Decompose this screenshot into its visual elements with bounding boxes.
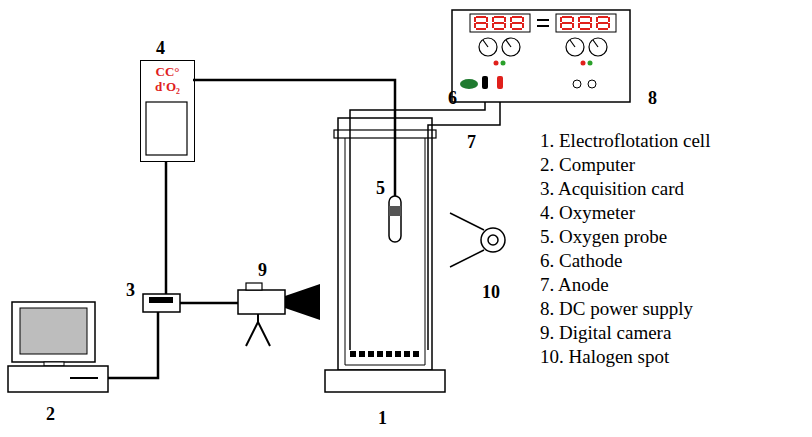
display-segment	[562, 28, 572, 30]
oxymeter-panel	[146, 102, 187, 155]
display-segment	[580, 22, 590, 24]
callout-number: 6	[448, 88, 457, 108]
acquisition-card	[143, 294, 180, 312]
legend-list-item: 8. DC power supply	[540, 298, 693, 320]
callout-number: 10	[482, 282, 500, 302]
legend-list-item: 7. Anode	[540, 274, 609, 296]
halogen-spot	[450, 213, 505, 267]
legend-list-item: 6. Cathode	[540, 250, 622, 272]
display-segment	[486, 23, 488, 28]
display-segment	[560, 23, 562, 28]
callout-number: 5	[376, 178, 385, 198]
display-segment	[512, 28, 522, 30]
display-segment	[510, 23, 512, 28]
display-segment	[492, 17, 494, 22]
anode-wire	[428, 100, 500, 350]
display-segment	[522, 23, 524, 28]
display-segment	[572, 23, 574, 28]
display-segment	[598, 16, 608, 18]
oxymeter-box: CC° d'O₂	[140, 60, 195, 162]
callout-number: 7	[467, 132, 476, 152]
display-segment	[562, 16, 572, 18]
callout-number: 2	[46, 404, 55, 424]
display-segment	[562, 22, 572, 24]
camera-cable	[180, 302, 238, 305]
display-segment	[522, 17, 524, 22]
display-segment	[476, 16, 486, 18]
computer	[8, 302, 108, 392]
display-segment	[580, 28, 590, 30]
legend-list-item: 1. Electroflotation cell	[540, 130, 710, 152]
display-segment	[572, 17, 574, 22]
display-segment	[598, 22, 608, 24]
callout-number: 9	[258, 260, 267, 280]
display-segment	[608, 17, 610, 22]
computer-cable	[108, 312, 158, 378]
display-segment	[590, 17, 592, 22]
display-segment	[476, 28, 486, 30]
oxymeter-reading: CC° d'O₂	[141, 61, 194, 97]
oxymeter-cable	[165, 162, 168, 294]
digital-camera	[238, 283, 320, 346]
legend-list-item: 2. Computer	[540, 154, 635, 176]
display-segment	[476, 22, 486, 24]
callout-number: 3	[126, 280, 135, 300]
display-segment	[486, 17, 488, 22]
display-segment	[512, 22, 522, 24]
legend-list-item: 4. Oxymeter	[540, 202, 635, 224]
oxygen-probe	[389, 196, 401, 242]
display-segment	[598, 28, 608, 30]
display-segment	[608, 23, 610, 28]
display-segment	[474, 23, 476, 28]
display-segment	[492, 23, 494, 28]
callout-number: 4	[156, 38, 165, 58]
display-segment	[474, 17, 476, 22]
display-segment	[578, 17, 580, 22]
display-segment	[580, 16, 590, 18]
display-segment	[494, 16, 504, 18]
electroflotation-cell	[325, 118, 445, 392]
display-segment	[510, 17, 512, 22]
legend-list-item: 5. Oxygen probe	[540, 226, 667, 248]
callout-number: 1	[378, 408, 387, 428]
display-segment	[494, 22, 504, 24]
display-segment	[504, 17, 506, 22]
display-segment	[596, 17, 598, 22]
display-segment	[494, 28, 504, 30]
legend-list-item: 3. Acquisition card	[540, 178, 684, 200]
display-segment	[512, 16, 522, 18]
display-segment	[578, 23, 580, 28]
display-segment	[504, 23, 506, 28]
display-segment	[590, 23, 592, 28]
legend-list-item: 9. Digital camera	[540, 322, 671, 344]
dc-power-supply	[452, 10, 630, 102]
callout-number: 8	[648, 88, 657, 108]
display-segment	[596, 23, 598, 28]
legend-list-item: 10. Halogen spot	[540, 346, 669, 368]
display-segment	[560, 17, 562, 22]
